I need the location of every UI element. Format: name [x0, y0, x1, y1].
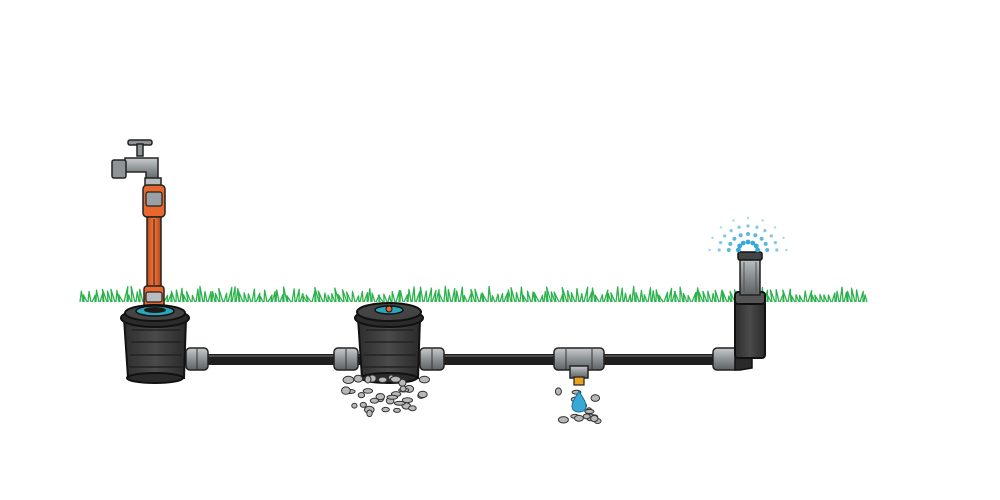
spray-droplet [785, 248, 788, 252]
gravel-stone [554, 387, 562, 396]
gravel-stone [418, 375, 430, 384]
main-pipe [200, 354, 735, 365]
spray-droplet [728, 241, 733, 246]
gravel-stone [366, 409, 373, 418]
spray-droplet [738, 233, 743, 238]
gravel-stone [393, 400, 406, 406]
spray-droplet [740, 240, 746, 246]
gravel-stone [362, 388, 374, 394]
spray-droplet [717, 248, 721, 252]
gravel-stone [342, 375, 355, 384]
gravel-stone [351, 402, 358, 409]
hose-connector-bottom [143, 285, 165, 311]
spray-droplet [765, 248, 770, 252]
gravel-bed-valve [341, 374, 430, 418]
pipe-fitting-valve-left [333, 347, 359, 371]
gravel-stone [582, 413, 591, 420]
spray-droplet [736, 247, 741, 253]
spray-droplet [737, 225, 741, 229]
spray-droplet [711, 236, 714, 239]
gravel-stone [369, 397, 379, 404]
spray-droplet [769, 234, 773, 238]
gravel-stone [390, 375, 402, 383]
grass-strip [79, 285, 868, 303]
gravel-stone [557, 416, 569, 424]
gravel-stone [590, 414, 599, 423]
spray-droplet [732, 236, 737, 241]
spray-droplet [763, 229, 767, 233]
gravel-stone [375, 393, 386, 401]
gravel-stone [417, 390, 428, 399]
spray-droplet [775, 248, 779, 252]
gravel-stone [381, 406, 390, 413]
spray-droplet [773, 241, 778, 245]
gravel-stone [377, 376, 388, 383]
spray-droplet [732, 219, 735, 222]
spray-droplet [763, 241, 768, 246]
grass-blades [79, 285, 868, 303]
spray-droplet [761, 219, 764, 222]
water-tap-icon [111, 139, 162, 187]
gravel-stone [573, 414, 584, 422]
gravel-stone [386, 394, 399, 400]
spray-droplet [755, 247, 760, 253]
drain-valve-icon [553, 347, 605, 386]
water-drop-icon [571, 389, 587, 413]
valve-box-icon [354, 302, 424, 384]
gravel-stone [353, 374, 364, 383]
pop-up-sprinkler-icon [734, 251, 766, 359]
spray-droplet [759, 236, 764, 241]
garden-hose [146, 216, 162, 288]
spray-droplet [755, 225, 759, 229]
spray-droplet [745, 239, 751, 245]
gravel-stone [393, 407, 401, 413]
supply-box-icon [120, 304, 190, 384]
gravel-stone [584, 408, 595, 415]
spray-droplet [750, 240, 756, 246]
spray-droplet [774, 226, 777, 229]
spray-droplet [746, 232, 750, 236]
pipe-fitting-left [185, 347, 209, 371]
spray-droplet [729, 229, 733, 233]
gravel-stone [341, 386, 351, 395]
spray-droplet [737, 243, 743, 249]
spray-droplet [753, 243, 759, 249]
gravel-stone [408, 405, 417, 412]
spray-droplet [723, 234, 727, 238]
spray-droplet [782, 236, 785, 239]
pipe-fitting-valve-right [419, 347, 445, 371]
spray-droplet [719, 241, 723, 245]
water-spray-icon [708, 216, 788, 253]
gravel-stone [590, 394, 601, 402]
spray-droplet [719, 226, 722, 229]
spray-droplet [753, 233, 758, 238]
gravel-stone [359, 401, 367, 408]
gravel-stone [364, 375, 372, 384]
gravel-stone [357, 392, 366, 399]
spray-droplet [746, 224, 750, 228]
gravel-stone [399, 385, 407, 393]
spray-droplet [726, 248, 731, 252]
spray-droplet [708, 248, 711, 252]
spray-droplet [746, 216, 750, 220]
hose-connector-top [142, 184, 166, 218]
